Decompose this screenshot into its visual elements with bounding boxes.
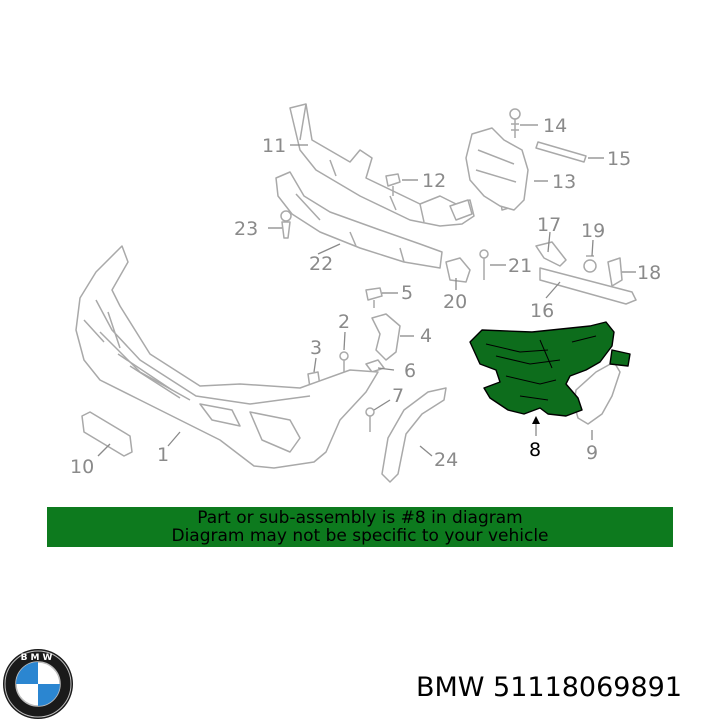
- callout-labels: 1 2 3 4 5 6 7 8 9 10 11 12 13 14 15 16 1…: [70, 115, 661, 478]
- callout-6: 6: [404, 360, 416, 382]
- part-21-bolt: [479, 249, 489, 280]
- part-number-label: BMW 51118069891: [415, 672, 682, 703]
- callout-15: 15: [607, 148, 631, 170]
- callout-7: 7: [392, 385, 404, 407]
- part-17-bracket: [535, 241, 567, 267]
- part-2-bolt: [339, 351, 349, 380]
- part-13-bracket: [465, 127, 529, 211]
- part-6-clip: [365, 359, 385, 373]
- part-7-bolt: [365, 407, 375, 432]
- part-18-bracket: [607, 257, 623, 287]
- info-banner: Part or sub-assembly is #8 in diagram Di…: [47, 507, 673, 547]
- callout-21: 21: [508, 255, 532, 277]
- callout-18: 18: [637, 262, 661, 284]
- part-22-reinforcement: [275, 171, 443, 269]
- part-23-clip: [280, 210, 292, 239]
- part-16-strip: [539, 267, 637, 305]
- part-10-plate: [81, 411, 133, 457]
- callout-2: 2: [338, 311, 350, 333]
- callout-19: 19: [581, 220, 605, 242]
- callout-22: 22: [309, 253, 333, 275]
- part-20-bracket: [445, 257, 471, 283]
- callout-11: 11: [262, 135, 286, 157]
- callout-12: 12: [422, 170, 446, 192]
- callout-17: 17: [537, 214, 561, 236]
- banner-line-2: Diagram may not be specific to your vehi…: [171, 526, 549, 546]
- callout-14: 14: [543, 115, 567, 137]
- callout-3: 3: [310, 337, 322, 359]
- callout-24: 24: [434, 449, 458, 471]
- part-24-arch-trim: [381, 387, 447, 483]
- part-8-highlighted-bracket[interactable]: [469, 321, 631, 417]
- callout-10: 10: [70, 456, 94, 478]
- callout-13: 13: [552, 171, 576, 193]
- callout-16: 16: [530, 300, 554, 322]
- part-12-screw: [385, 173, 401, 196]
- callout-1: 1: [157, 444, 169, 466]
- part-15-strip: [535, 141, 587, 163]
- part-1-bumper-cover: [75, 245, 379, 469]
- leader-lines: [97, 124, 636, 457]
- callout-5: 5: [401, 282, 413, 304]
- part-19-nut: [583, 255, 597, 273]
- callout-20: 20: [443, 291, 467, 313]
- brand-logo: BMW: [3, 649, 73, 719]
- callout-8: 8: [529, 439, 541, 461]
- banner-line-1: Part or sub-assembly is #8 in diagram: [197, 508, 523, 528]
- callout-9: 9: [586, 442, 598, 464]
- part-11-carrier: [289, 103, 517, 227]
- part-5-screw: [365, 287, 383, 308]
- logo-lettering: BMW: [21, 653, 56, 663]
- part-4-bracket: [371, 313, 401, 361]
- callout-23: 23: [234, 218, 258, 240]
- part-14-bolt: [509, 108, 521, 138]
- callout-4: 4: [420, 325, 432, 347]
